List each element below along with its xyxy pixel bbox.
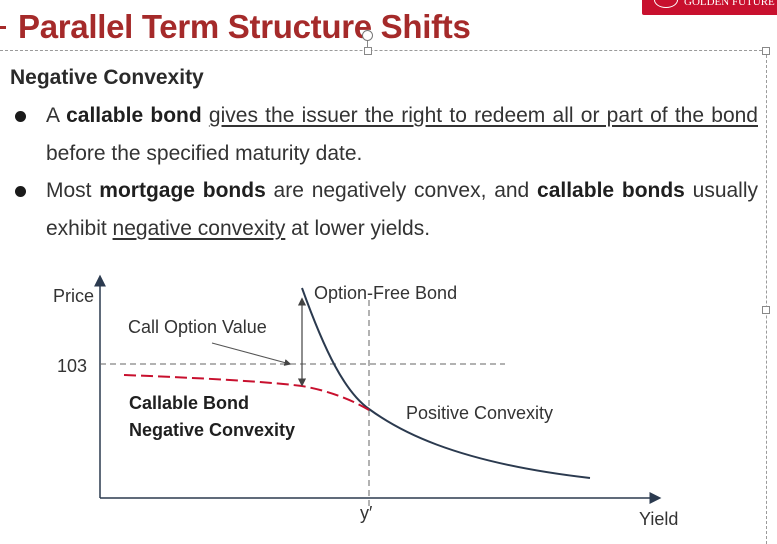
rotation-handle[interactable] [362, 30, 373, 41]
callable-bond-curve [123, 374, 370, 411]
resize-handle-top[interactable] [364, 47, 372, 55]
bullet-dot [15, 186, 26, 197]
text-run: usually exhibit [46, 179, 759, 240]
bold-term: mortgage bonds [99, 179, 266, 202]
rotation-handle-stem [367, 38, 368, 50]
text-run: before the specified maturity date. [46, 142, 363, 165]
positive-convexity-label: Positive Convexity [406, 403, 553, 423]
section-subheading: Negative Convexity [10, 66, 204, 89]
bold-term: callable bonds [537, 179, 685, 202]
text-run: at lower yields. [285, 217, 431, 240]
price-tick-label: 103 [57, 356, 87, 376]
title-marker [0, 26, 6, 29]
underlined-phrase: gives the issuer the right to redeem all… [208, 104, 758, 127]
page-title: Parallel Term Structure Shifts [18, 8, 471, 45]
resize-handle-top-right[interactable] [762, 47, 770, 55]
yield-tick-label: y′ [360, 503, 373, 523]
x-axis-label: Yield [639, 509, 678, 529]
call-option-pointer [211, 342, 292, 366]
call-option-value-label: Call Option Value [128, 317, 267, 337]
bold-term: callable bond [66, 104, 202, 127]
callable-bond-label: Callable Bond [129, 393, 249, 413]
selected-textbox-frame[interactable] [0, 50, 767, 544]
negative-convexity-label: Negative Convexity [129, 420, 295, 440]
y-axis-label: Price [53, 286, 94, 306]
resize-handle-right[interactable] [762, 306, 770, 314]
text-run: are negatively convex, and [265, 179, 538, 202]
option-free-bond-curve [301, 287, 591, 479]
text-run: Most [46, 179, 100, 202]
option-free-bond-label: Option-Free Bond [314, 283, 457, 303]
text-run: A [46, 104, 67, 127]
bullet-paragraph-1: A callable bond gives the issuer the rig… [46, 97, 758, 173]
underlined-phrase: negative convexity [112, 217, 286, 240]
bullet-dot [15, 111, 26, 122]
bullet-paragraph-2: Most mortgage bonds are negatively conve… [46, 172, 758, 248]
logo-text: GOLDEN FUTURE [684, 0, 775, 8]
